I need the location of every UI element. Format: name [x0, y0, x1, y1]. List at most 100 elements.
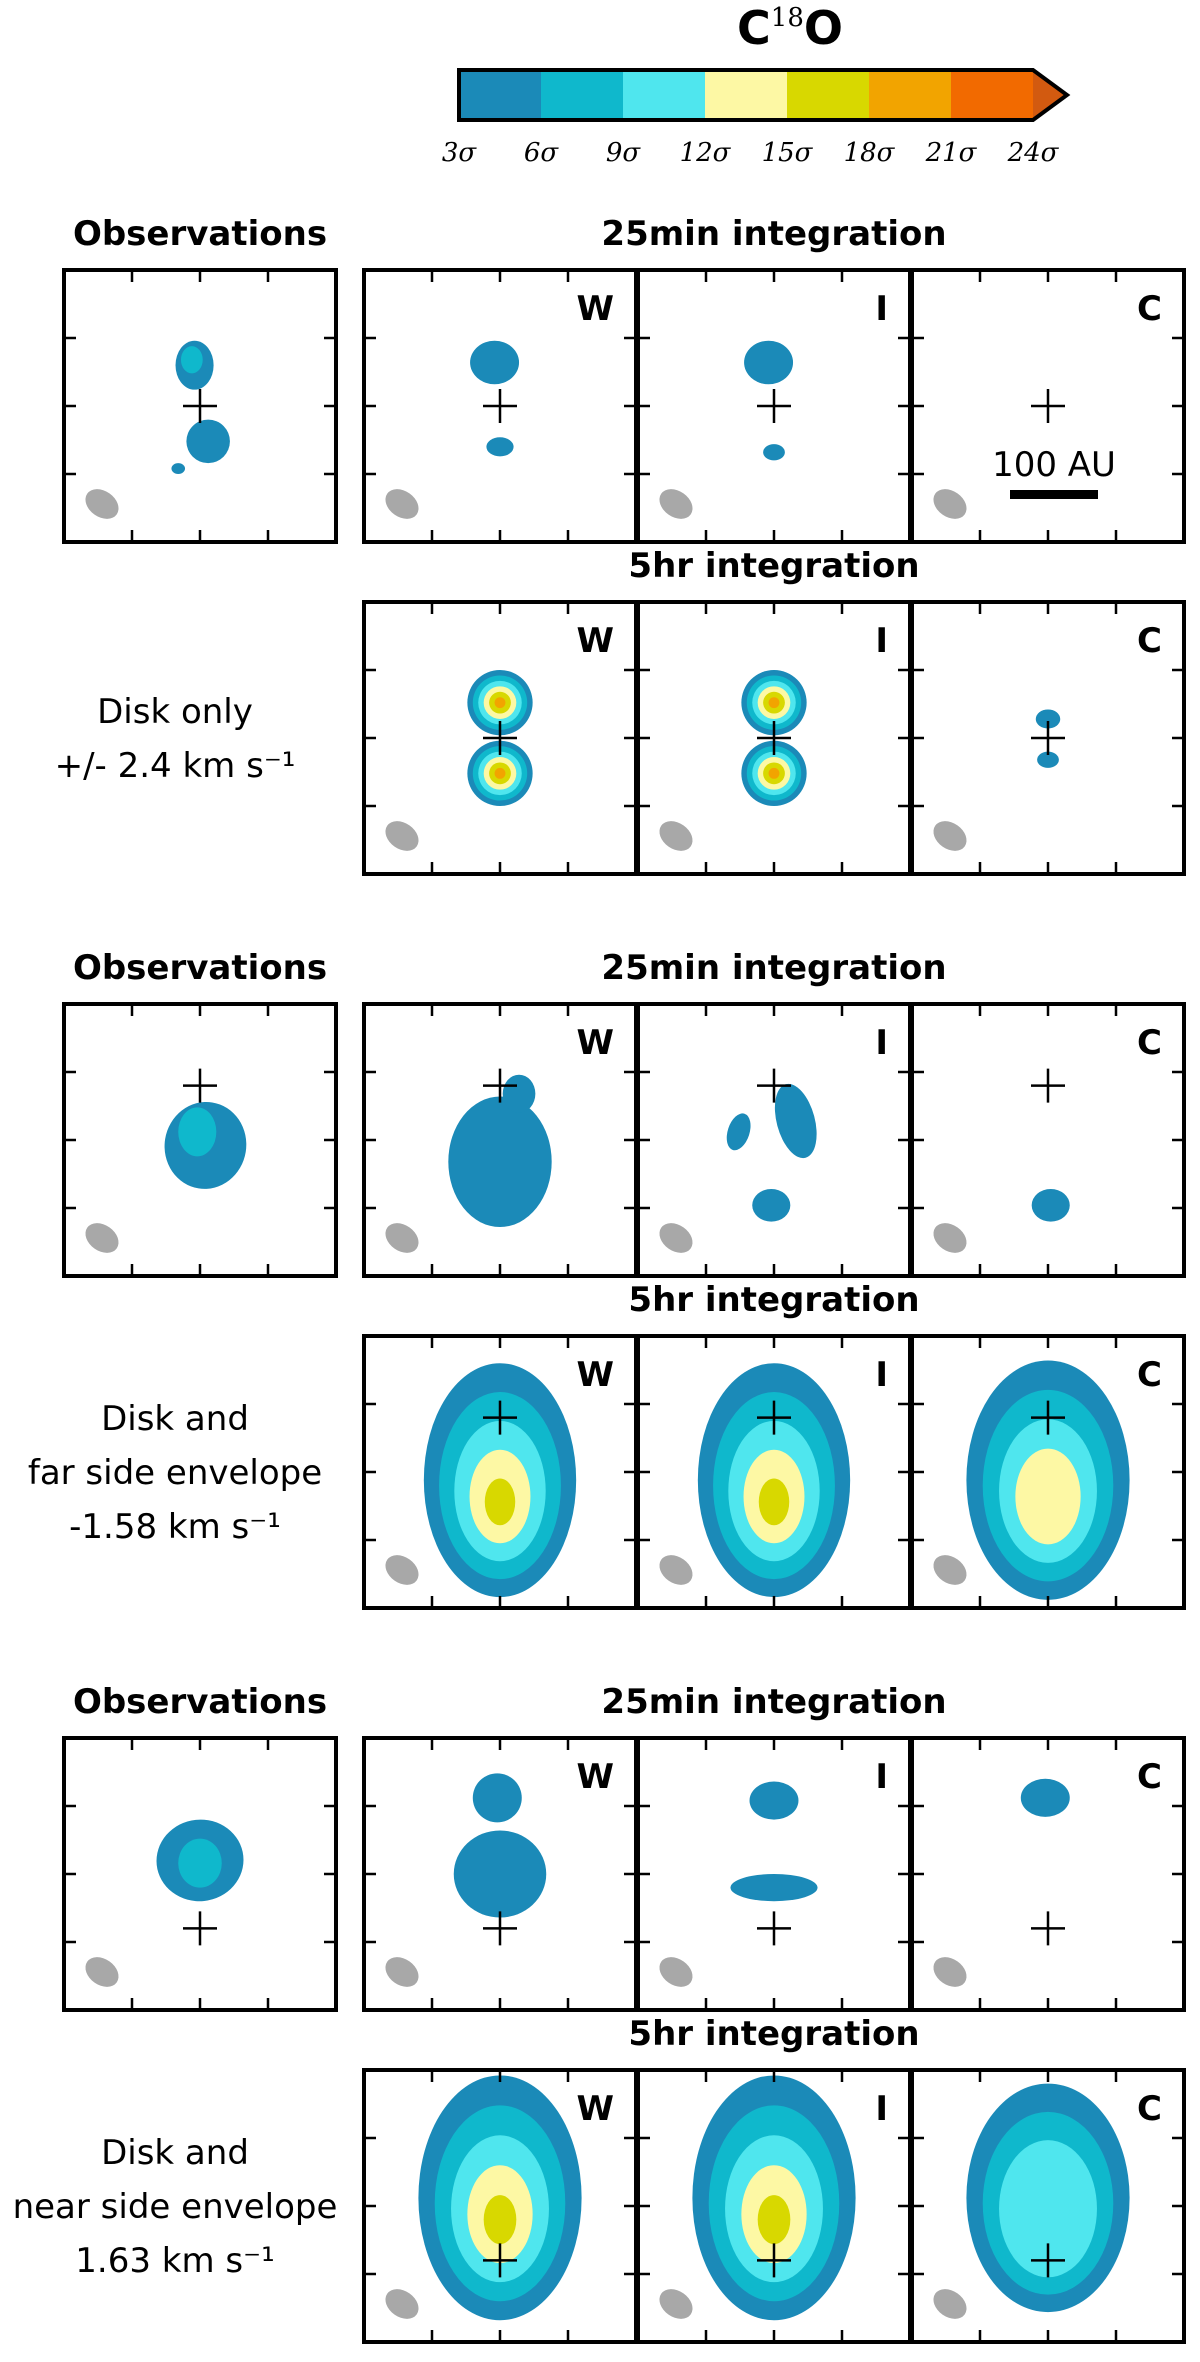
panel-frame: [910, 1736, 1186, 2012]
map-panel: [62, 268, 338, 544]
long-integration-header: 5hr integration: [628, 1280, 919, 1320]
map-panel: I: [636, 1736, 912, 2012]
emission-contour: [470, 340, 520, 385]
protostar-position-cross: [483, 1068, 517, 1103]
axis-tick: [638, 270, 910, 542]
axis-tick: [912, 1336, 1184, 1608]
protostar-position-cross: [757, 1400, 791, 1435]
axis-tick: [912, 602, 1184, 874]
long-integration-header: 5hr integration: [628, 546, 919, 586]
scale-bar: [1010, 490, 1098, 499]
map-panel: I: [636, 1334, 912, 1610]
axis-tick: [912, 2070, 1184, 2342]
protostar-position-cross: [757, 1911, 791, 1946]
emission-contour: [483, 2195, 517, 2245]
colorbar-tick-label: 24σ: [1007, 138, 1060, 168]
map-panel: C: [910, 1002, 1186, 1278]
protostar-position-cross: [1031, 1400, 1065, 1435]
map-panel: I: [636, 2068, 912, 2344]
emission-contour: [768, 767, 780, 779]
axis-tick: [912, 602, 1184, 874]
emission-contour: [757, 2195, 791, 2245]
axis-tick: [64, 1738, 336, 2010]
axis-tick: [912, 1004, 1184, 1276]
protostar-position-cross: [183, 1911, 217, 1946]
axis-tick: [364, 270, 636, 542]
row-label-line: Disk and: [101, 1399, 249, 1439]
beam-ellipse: [85, 1957, 119, 1987]
emission-contour: [744, 340, 794, 385]
colorbar-cell-2: [541, 70, 623, 120]
axis-tick: [638, 1004, 910, 1276]
model-letter-i: I: [875, 1757, 888, 1797]
emission-contour: [494, 767, 506, 779]
emission-contour: [730, 1874, 818, 1902]
model-letter-w: W: [576, 1757, 614, 1797]
emission-contour: [1037, 751, 1059, 768]
colorbar-cell-4: [705, 70, 787, 120]
axis-tick: [364, 1004, 636, 1276]
protostar-position-cross: [183, 389, 217, 423]
axis-tick: [638, 1336, 910, 1608]
map-panel: C: [910, 2068, 1186, 2344]
protostar-position-cross: [1031, 389, 1065, 423]
axis-tick: [64, 270, 336, 542]
colorbar-tick-label: 21σ: [925, 138, 978, 168]
axis-tick: [364, 270, 636, 542]
axis-tick: [912, 1738, 1184, 2010]
colorbar-tick-label: 15σ: [762, 138, 814, 168]
observations-header: Observations: [73, 948, 327, 988]
axis-tick: [912, 270, 1184, 542]
emission-contour: [186, 419, 230, 464]
beam-ellipse: [385, 2289, 419, 2319]
axis-tick: [364, 2070, 636, 2342]
emission-contour: [726, 1113, 751, 1151]
protostar-position-cross: [757, 2243, 791, 2278]
model-letter-i: I: [875, 1355, 888, 1395]
short-integration-header: 25min integration: [601, 214, 946, 254]
beam-ellipse: [933, 821, 967, 851]
map-panel: C: [910, 600, 1186, 876]
row-label-line: Disk only: [97, 692, 253, 732]
panel-frame: [62, 268, 338, 544]
model-letter-w: W: [576, 1023, 614, 1063]
axis-tick: [638, 2070, 910, 2342]
panel-frame: [910, 2068, 1186, 2344]
map-panel: I: [636, 600, 912, 876]
model-letter-i: I: [875, 289, 888, 329]
beam-ellipse: [933, 2289, 967, 2319]
protostar-position-cross: [1031, 2243, 1065, 2278]
axis-tick: [364, 1738, 636, 2010]
row-label-line: -1.58 km s⁻¹: [69, 1507, 281, 1547]
colorbar-cell-1: [459, 70, 541, 120]
colorbar-tick-label: 12σ: [680, 138, 732, 168]
colorbar-tick-label: 18σ: [844, 138, 896, 168]
emission-contour: [1035, 709, 1061, 729]
colorbar-cell-3: [623, 70, 705, 120]
row-label-line: Disk and: [101, 2133, 249, 2173]
beam-ellipse: [659, 1555, 693, 1585]
axis-tick: [912, 1336, 1184, 1608]
protostar-position-cross: [1031, 1068, 1065, 1103]
colorbar-tick-label: 9σ: [606, 138, 642, 168]
axis-tick: [364, 270, 636, 542]
model-letter-c: C: [1137, 621, 1162, 661]
axis-tick: [638, 1738, 910, 2010]
protostar-position-cross: [483, 2243, 517, 2278]
observations-header: Observations: [73, 1682, 327, 1722]
map-panel: [62, 1736, 338, 2012]
emission-contour: [484, 1478, 516, 1526]
axis-tick: [638, 1738, 910, 2010]
map-panel: C: [910, 1334, 1186, 1610]
map-panel: I: [636, 268, 912, 544]
emission-contour: [494, 697, 506, 709]
axis-tick: [638, 270, 910, 542]
panel-frame: [62, 1736, 338, 2012]
model-letter-c: C: [1137, 1757, 1162, 1797]
axis-tick: [638, 602, 910, 874]
protostar-position-cross: [483, 1911, 517, 1946]
emission-contour: [448, 1096, 552, 1228]
model-letter-c: C: [1137, 1023, 1162, 1063]
